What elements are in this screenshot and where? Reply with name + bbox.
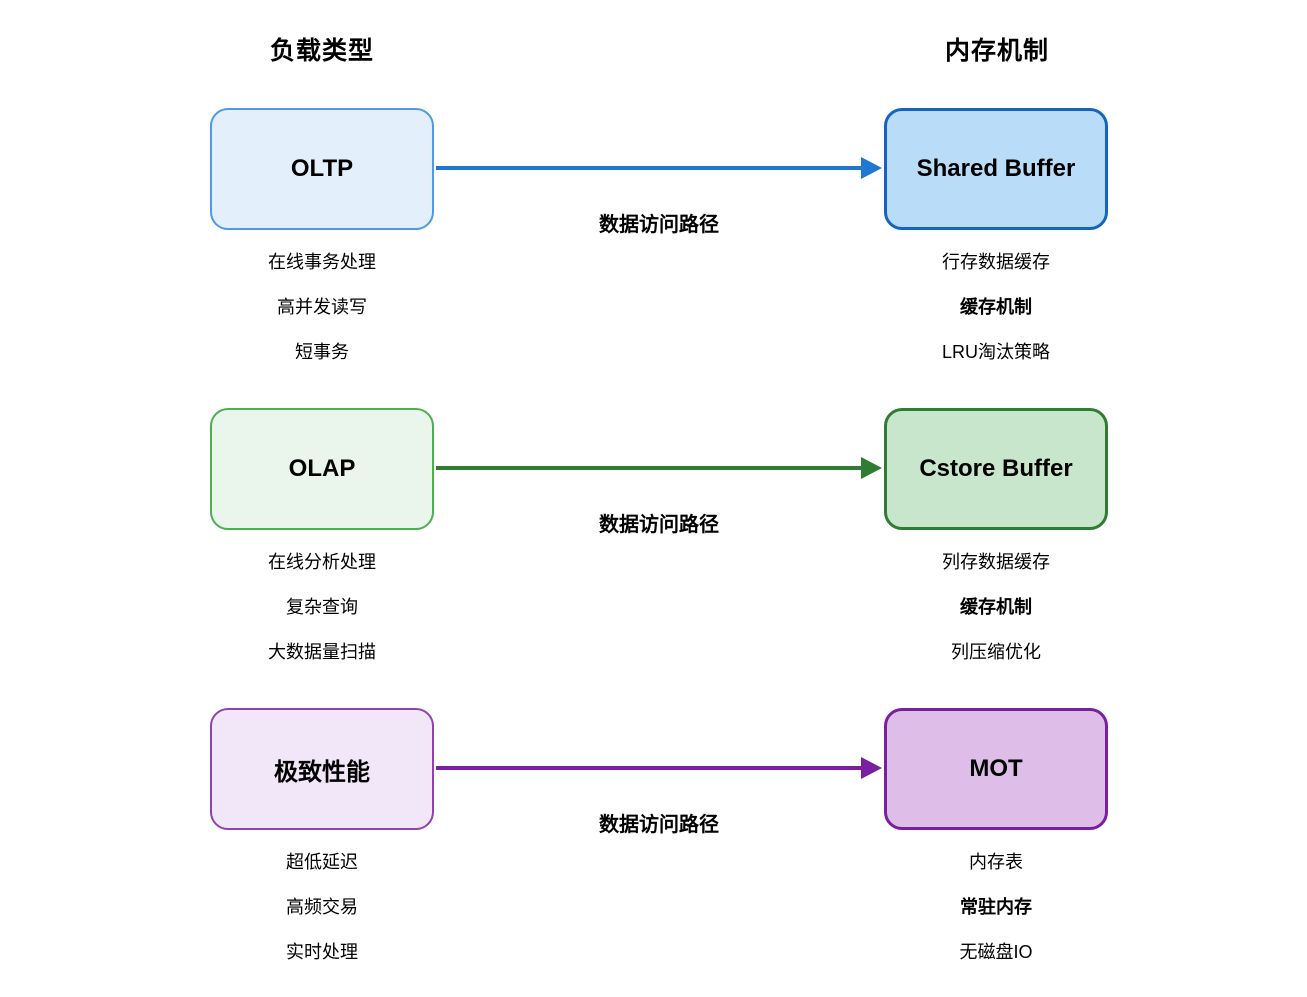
memory-mechanism-column-header: 内存机制 [944, 37, 1049, 65]
arrow-line [436, 766, 864, 770]
arrow-line [436, 466, 864, 470]
cstore-buffer-box: Cstore Buffer [884, 408, 1108, 530]
shared-buffer-box: Shared Buffer [884, 108, 1108, 230]
mot-box-label: MOT [969, 755, 1023, 782]
annotation: 高并发读写 [277, 296, 367, 317]
mot-annotations: 内存表 常驻内存 无磁盘IO [884, 838, 1108, 973]
row-olap-cstore-buffer: OLAP 数据访问路径 Cstore Buffer 在线分析处理 复杂查询 大数… [0, 408, 1307, 708]
extreme-performance-box: 极致性能 [210, 708, 434, 830]
annotation: LRU淘汰策略 [941, 341, 1050, 362]
annotation: 实时处理 [286, 941, 358, 962]
annotation: 在线事务处理 [268, 251, 376, 272]
olap-box: OLAP [210, 408, 434, 530]
arrow-label: 数据访问路径 [599, 214, 719, 236]
extreme-performance-annotations: 超低延迟 高频交易 实时处理 [210, 838, 434, 973]
row-oltp-shared-buffer: OLTP 数据访问路径 Shared Buffer 在线事务处理 高并发读写 短… [0, 108, 1307, 408]
arrow-head-icon [861, 157, 882, 179]
annotation: 缓存机制 [960, 596, 1032, 617]
extreme-performance-box-label: 极致性能 [274, 758, 370, 786]
oltp-box: OLTP [210, 108, 434, 230]
annotation: 无磁盘IO [959, 941, 1033, 962]
annotation: 列压缩优化 [951, 641, 1041, 662]
annotation: 超低延迟 [286, 851, 358, 872]
oltp-box-label: OLTP [290, 155, 354, 182]
annotation: 内存表 [969, 851, 1023, 872]
annotation: 列存数据缓存 [942, 551, 1050, 572]
row-extreme-performance-mot: 极致性能 数据访问路径 MOT 超低延迟 高频交易 实时处理 内存表 常驻内存 … [0, 708, 1307, 997]
arrow-line [436, 166, 864, 170]
annotation: 常驻内存 [960, 896, 1032, 917]
arrow-label: 数据访问路径 [599, 814, 719, 836]
annotation: 在线分析处理 [268, 551, 376, 572]
arrow-head-icon [861, 757, 882, 779]
mot-box: MOT [884, 708, 1108, 830]
annotation: 复杂查询 [286, 596, 358, 617]
oltp-annotations: 在线事务处理 高并发读写 短事务 [210, 238, 434, 373]
arrow-label: 数据访问路径 [599, 514, 719, 536]
shared-buffer-annotations: 行存数据缓存 缓存机制 LRU淘汰策略 [884, 238, 1108, 373]
annotation: 行存数据缓存 [942, 251, 1050, 272]
annotation: 大数据量扫描 [268, 641, 376, 662]
annotation: 高频交易 [286, 896, 358, 917]
cstore-buffer-annotations: 列存数据缓存 缓存机制 列压缩优化 [884, 538, 1108, 673]
cstore-buffer-box-label: Cstore Buffer [919, 455, 1073, 482]
shared-buffer-box-label: Shared Buffer [916, 155, 1076, 182]
arrow-head-icon [861, 457, 882, 479]
workload-type-column-header: 负载类型 [269, 37, 374, 65]
annotation: 缓存机制 [960, 296, 1032, 317]
annotation: 短事务 [295, 341, 349, 362]
olap-box-label: OLAP [288, 455, 356, 482]
olap-annotations: 在线分析处理 复杂查询 大数据量扫描 [210, 538, 434, 673]
